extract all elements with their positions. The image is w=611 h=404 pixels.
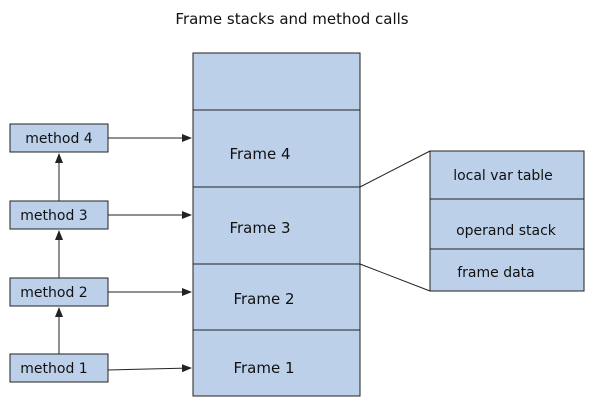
frame-data-label: frame data: [457, 265, 535, 281]
expansion-line-top: [359, 150, 431, 188]
local-var-table-label: local var table: [453, 168, 553, 184]
frame-data-box: [429, 248, 585, 292]
diagram-title: Frame stacks and method calls: [175, 10, 408, 28]
arrow-method1-to-frame1: [107, 364, 192, 373]
frame-4-box: [192, 109, 361, 188]
method-4-box: [9, 123, 109, 153]
operand-stack-label: operand stack: [456, 223, 557, 239]
expansion-lines: [359, 150, 431, 292]
method-3-box: [9, 200, 109, 230]
frame-4-label: Frame 4: [229, 145, 290, 163]
frame-2-box: [192, 263, 361, 331]
method-2-label: method 2: [20, 285, 87, 301]
frame-1-box: [192, 329, 361, 397]
frame-2-label: Frame 2: [233, 290, 294, 308]
frame-detail-panel: local var table operand stack frame data: [429, 150, 585, 292]
expansion-line-bottom: [359, 263, 431, 292]
method-4-label: method 4: [25, 131, 93, 147]
method-1-label: method 1: [20, 361, 87, 377]
operand-stack-box: [429, 198, 585, 250]
frame-3-box: [192, 186, 361, 265]
method-2-box: [9, 277, 109, 307]
method-1-box: [9, 353, 109, 383]
frame-empty-box: [192, 52, 361, 111]
frame-arrows: [107, 134, 192, 373]
frame-1-label: Frame 1: [233, 359, 294, 377]
frame-stack: Frame 4 Frame 3 Frame 2 Frame 1: [192, 52, 361, 397]
method-3-label: method 3: [20, 208, 87, 224]
method-boxes: method 4 method 3 method 2 method 1: [9, 123, 109, 383]
frame-3-label: Frame 3: [229, 219, 290, 237]
local-var-table-box: [429, 150, 585, 200]
